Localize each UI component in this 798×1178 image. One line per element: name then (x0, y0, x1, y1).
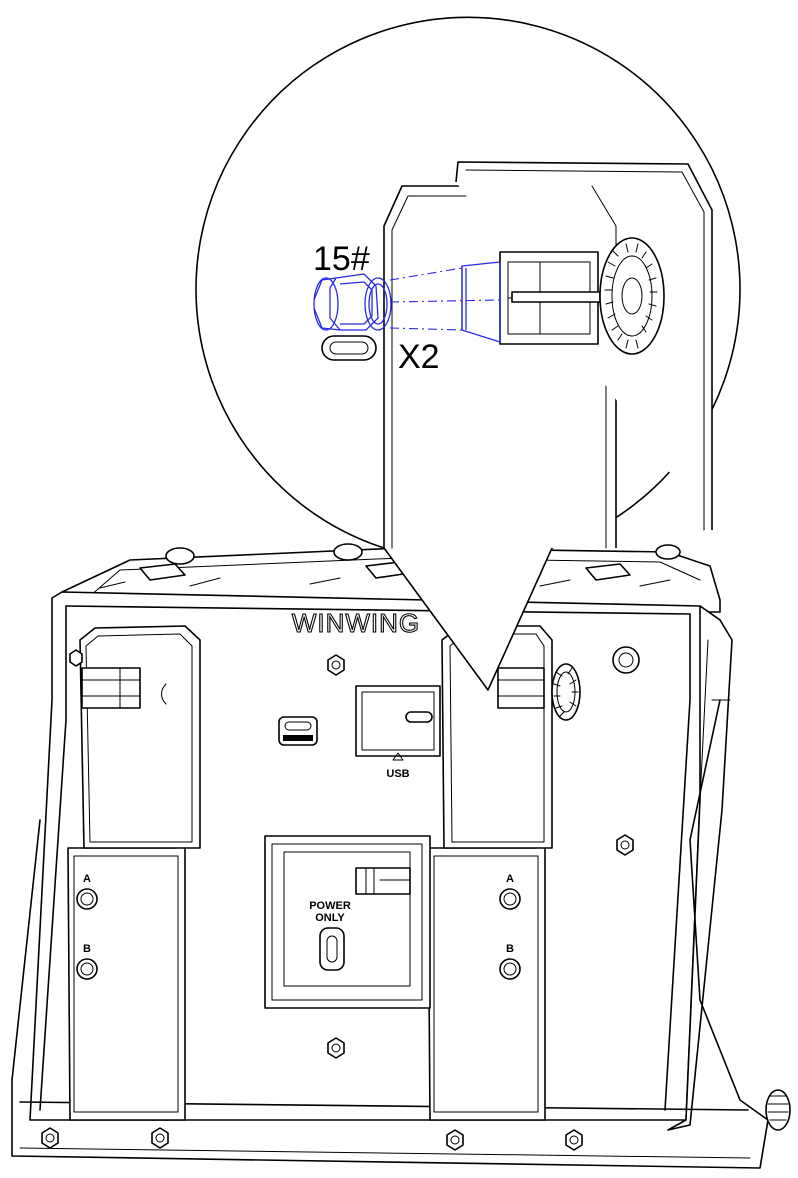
device-body: WINWING USB POWER ONLY A B A B (11, 543, 791, 1169)
button-b-label: B (83, 943, 91, 955)
hex-nut (41, 1127, 59, 1149)
button-b-label: B (506, 943, 514, 955)
hex-nut (616, 834, 634, 856)
quantity-label: X2 (398, 338, 440, 376)
hex-nut (327, 654, 345, 676)
power-label-line1: POWER (309, 900, 351, 912)
button-a-label: A (83, 873, 91, 885)
hex-nut (69, 649, 83, 667)
button-a-label: A (506, 873, 514, 885)
bolt-size-label: 15# (313, 240, 370, 278)
hex-nut (151, 1127, 169, 1149)
detail-callout: 15# X2 (195, 16, 741, 691)
bolt-hex-icon (313, 273, 392, 331)
brand-label: WINWING (292, 608, 420, 638)
hex-nut (446, 1129, 464, 1151)
hex-nut (565, 1129, 583, 1151)
power-label-line2: ONLY (315, 912, 345, 924)
usb-label: USB (386, 768, 409, 780)
hex-nut (327, 1037, 345, 1059)
